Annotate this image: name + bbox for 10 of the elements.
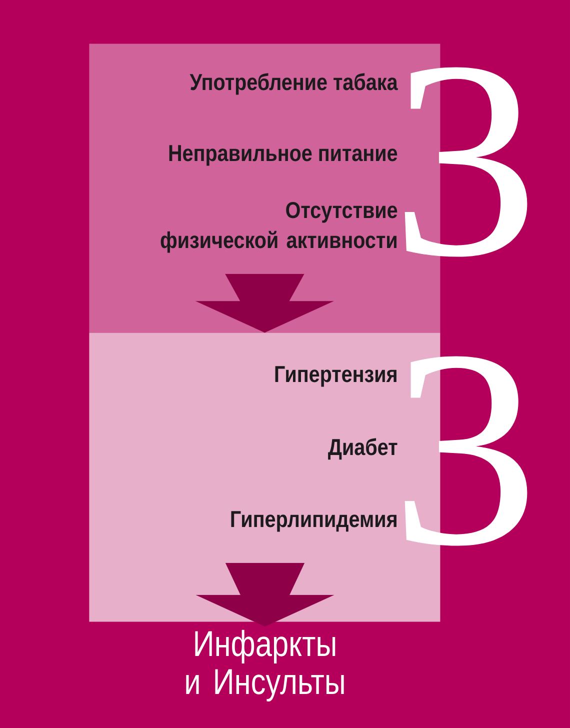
risk-factor-label: Диабет [328, 438, 398, 460]
risk-factor-label: Отсутствие физической активности [160, 202, 398, 253]
down-arrow [196, 562, 334, 627]
risk-factor-label: Гиперлипидемия [231, 511, 396, 532]
down-arrow [196, 274, 334, 333]
risk-factor-label: Употребление табака [190, 73, 398, 95]
outcome-label: Инфаркты и Инсульты [186, 630, 344, 702]
large-numeral: 3 [404, 67, 528, 257]
risk-factor-label: Неправильное питание [169, 145, 398, 166]
risk-factor-label: Гипертензия [275, 366, 396, 387]
